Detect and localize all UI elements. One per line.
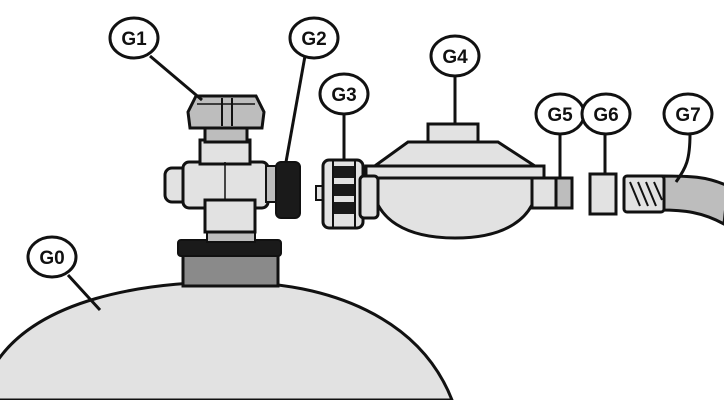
svg-text:G4: G4 bbox=[442, 47, 468, 68]
regulator-coupling-nut bbox=[315, 158, 365, 230]
valve-outlet-seal bbox=[265, 161, 301, 219]
leader-lines bbox=[66, 54, 692, 312]
callout-g2: G2 bbox=[288, 16, 340, 60]
svg-text:G2: G2 bbox=[301, 29, 326, 50]
gas-hose bbox=[622, 174, 724, 226]
gas-cylinder bbox=[0, 280, 454, 400]
callout-g7: G7 bbox=[662, 92, 714, 136]
leader-line-g0 bbox=[66, 273, 102, 312]
leader-line-g1 bbox=[149, 54, 203, 102]
svg-text:G5: G5 bbox=[547, 105, 573, 126]
svg-text:G6: G6 bbox=[593, 105, 618, 126]
svg-text:G3: G3 bbox=[331, 85, 356, 106]
leader-line-g7 bbox=[674, 133, 692, 183]
leader-line-g2 bbox=[284, 55, 307, 163]
valve-handwheel bbox=[186, 94, 266, 130]
callout-g0: G0 bbox=[26, 235, 78, 279]
svg-text:G7: G7 bbox=[675, 105, 700, 126]
cylinder-valve-body bbox=[163, 124, 270, 234]
svg-text:G1: G1 bbox=[121, 29, 147, 50]
pressure-regulator bbox=[358, 122, 546, 240]
callout-g1: G1 bbox=[108, 16, 160, 60]
callout-g3: G3 bbox=[318, 72, 370, 116]
hose-clamp bbox=[588, 172, 618, 216]
regulator-outlet-nozzle bbox=[530, 176, 574, 210]
cylinder-neck bbox=[177, 229, 282, 288]
callout-g6: G6 bbox=[580, 92, 632, 136]
callout-g5: G5 bbox=[534, 92, 586, 136]
callout-g4: G4 bbox=[429, 34, 481, 78]
svg-text:G0: G0 bbox=[39, 248, 64, 269]
